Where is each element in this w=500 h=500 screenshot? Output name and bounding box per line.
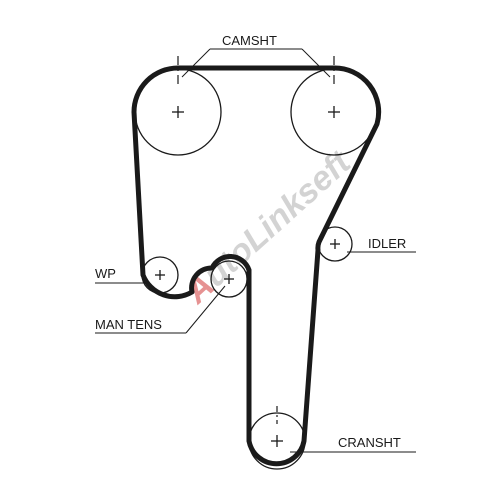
camshaft-label: CAMSHT bbox=[222, 33, 277, 48]
crankshaft-label: CRANSHT bbox=[338, 435, 401, 450]
tensioner-leader bbox=[95, 285, 226, 334]
camshaft-left-pulley bbox=[134, 56, 222, 156]
camshaft-leaders bbox=[181, 48, 331, 78]
camshaft-right-pulley bbox=[290, 56, 378, 156]
watermark-text: utoLinkseft bbox=[196, 142, 359, 294]
water-pump-pulley bbox=[141, 256, 179, 294]
water-pump-label: WP bbox=[95, 266, 116, 281]
tensioner-label: MAN TENS bbox=[95, 317, 162, 332]
timing-belt bbox=[131, 65, 382, 467]
crankshaft-pulley bbox=[248, 406, 306, 470]
idler-label: IDLER bbox=[368, 236, 406, 251]
